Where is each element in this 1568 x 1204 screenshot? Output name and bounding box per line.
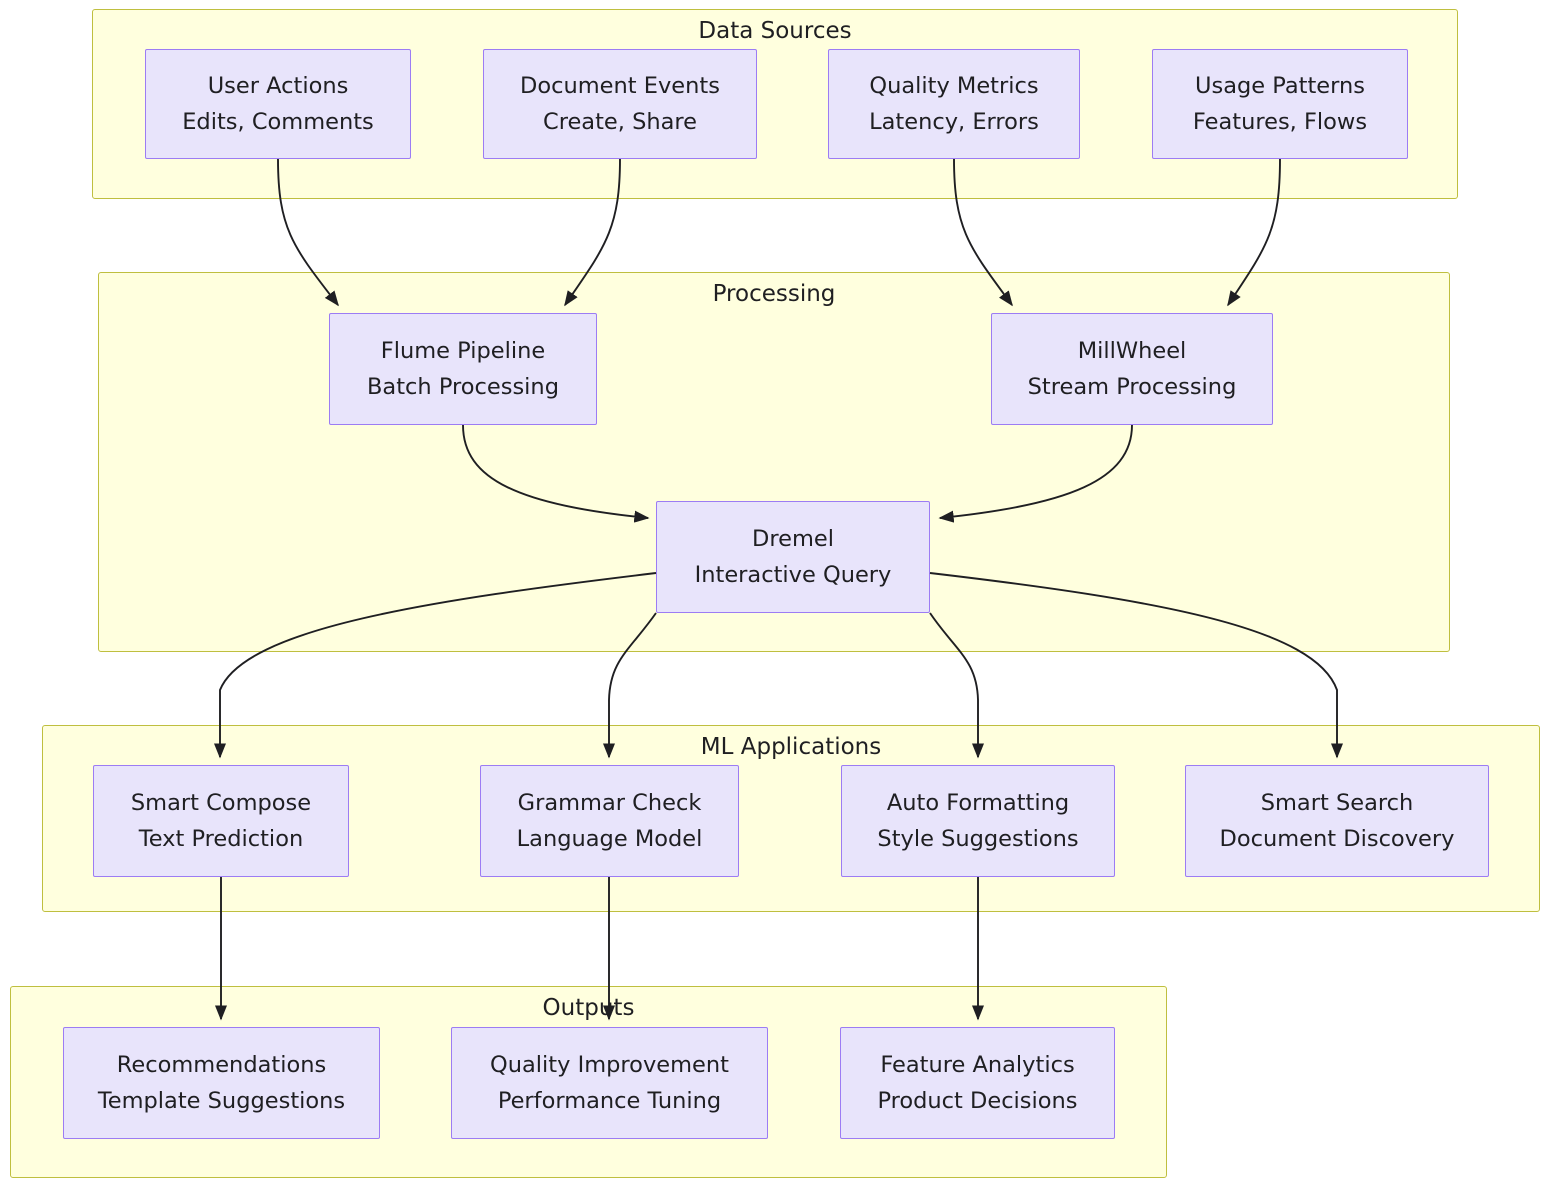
node-subtitle-user-actions: Edits, Comments <box>182 109 374 135</box>
cluster-label-processing: Processing <box>712 281 836 307</box>
node-title-grammar-check: Grammar Check <box>517 789 702 816</box>
node-subtitle-feature-analytics: Product Decisions <box>877 1088 1078 1114</box>
node-subtitle-auto-formatting: Style Suggestions <box>877 826 1079 852</box>
node-subtitle-smart-compose: Text Prediction <box>138 826 304 852</box>
node-subtitle-quality-improvement: Performance Tuning <box>497 1088 722 1114</box>
node-title-recommendations: Recommendations <box>116 1051 327 1078</box>
node-subtitle-smart-search: Document Discovery <box>1219 826 1455 852</box>
node-title-smart-search: Smart Search <box>1260 789 1414 816</box>
node-title-smart-compose: Smart Compose <box>130 789 312 816</box>
node-title-document-events: Document Events <box>520 72 720 99</box>
node-subtitle-document-events: Create, Share <box>543 109 697 135</box>
node-subtitle-grammar-check: Language Model <box>516 826 703 852</box>
cluster-label-data-sources: Data Sources <box>698 18 852 44</box>
cluster-label-outputs: Outputs <box>542 995 635 1021</box>
node-subtitle-millwheel: Stream Processing <box>1027 374 1237 400</box>
node-subtitle-quality-metrics: Latency, Errors <box>869 109 1039 135</box>
node-title-auto-formatting: Auto Formatting <box>886 789 1070 816</box>
node-title-usage-patterns: Usage Patterns <box>1195 72 1365 99</box>
node-title-quality-metrics: Quality Metrics <box>869 72 1039 99</box>
node-subtitle-dremel: Interactive Query <box>694 562 892 588</box>
node-title-flume-pipeline: Flume Pipeline <box>380 337 546 364</box>
node-title-millwheel: MillWheel <box>1077 337 1187 364</box>
node-title-dremel: Dremel <box>752 525 834 552</box>
node-subtitle-flume-pipeline: Batch Processing <box>367 374 559 400</box>
node-title-quality-improvement: Quality Improvement <box>490 1051 729 1078</box>
node-subtitle-usage-patterns: Features, Flows <box>1192 109 1368 135</box>
node-title-user-actions: User Actions <box>207 72 349 99</box>
node-title-feature-analytics: Feature Analytics <box>880 1051 1075 1078</box>
node-subtitle-recommendations: Template Suggestions <box>97 1088 346 1114</box>
cluster-label-ml-applications: ML Applications <box>700 734 882 760</box>
